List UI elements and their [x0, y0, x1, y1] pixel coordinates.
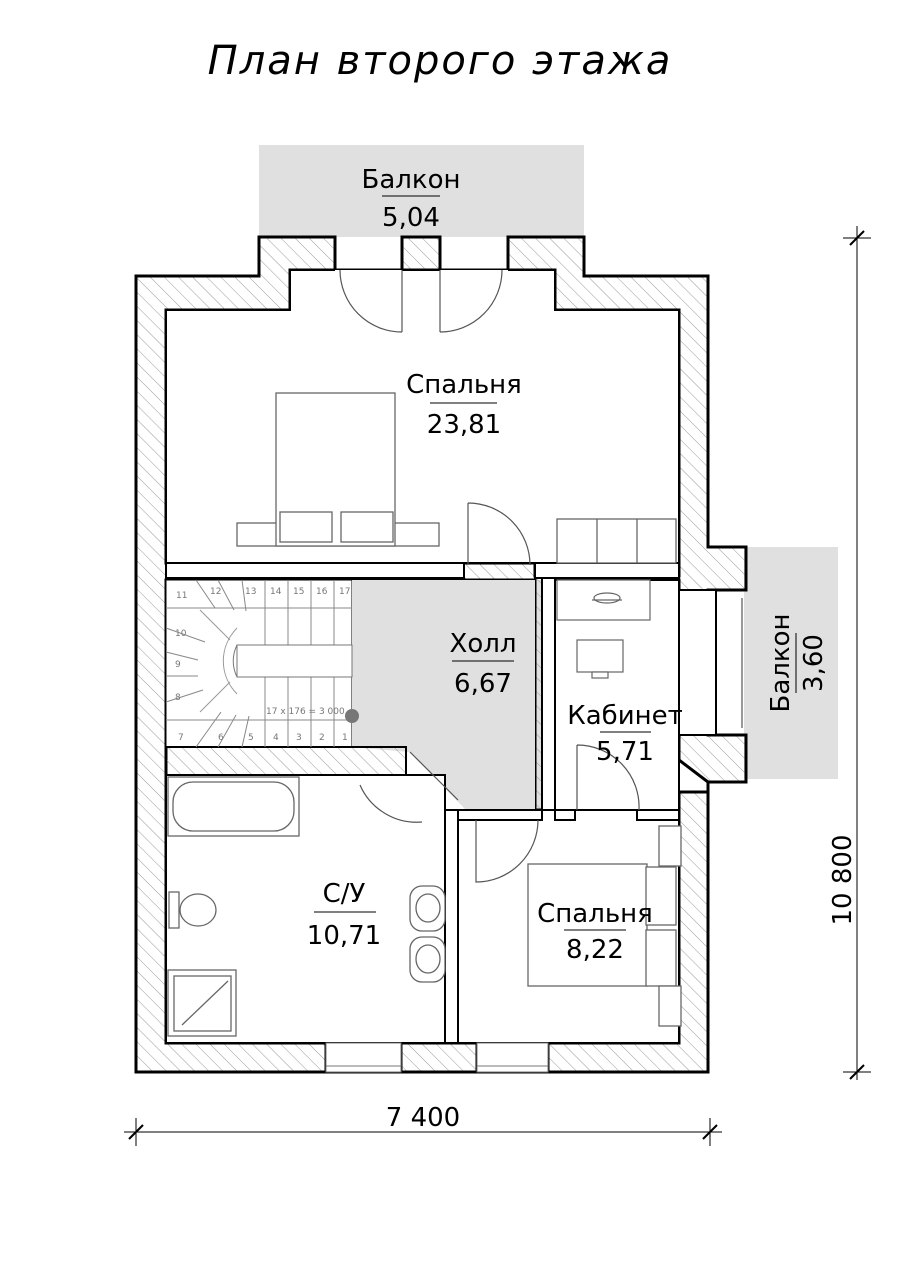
door-balcony-right[interactable] [439, 269, 503, 333]
svg-text:Спальня: Спальня [537, 899, 653, 929]
staircase [165, 579, 353, 748]
svg-text:Балкон: Балкон [362, 165, 461, 195]
svg-text:1: 1 [342, 733, 348, 743]
svg-text:12: 12 [210, 587, 221, 597]
dimension-height-text: 10 800 [828, 835, 858, 926]
svg-text:Холл: Холл [450, 629, 517, 659]
hall-floor [352, 580, 535, 810]
svg-text:6: 6 [218, 733, 224, 743]
door-bathroom[interactable] [359, 751, 459, 823]
label-bedroom-large: Спальня 23,81 [406, 370, 522, 440]
svg-text:14: 14 [270, 587, 282, 597]
partition-study-left [541, 577, 556, 811]
study-window-wall [678, 589, 717, 736]
svg-text:Балкон: Балкон [766, 614, 796, 713]
stair-start-marker [345, 709, 359, 723]
partition-bath-top [165, 746, 407, 776]
label-bedroom-small: Спальня 8,22 [537, 899, 653, 965]
partition-bath-right [444, 809, 459, 1044]
label-balcony-top: Балкон 5,04 [362, 165, 461, 233]
svg-text:23,81: 23,81 [427, 410, 501, 440]
svg-text:4: 4 [273, 733, 279, 743]
label-bathroom: С/У 10,71 [307, 879, 381, 951]
sinks [409, 885, 446, 983]
stair-numbers-left: 10 9 8 [175, 629, 187, 703]
partition-study-bottom [554, 809, 576, 821]
bed-small [527, 825, 682, 1027]
partition-bedroom-top [457, 809, 543, 821]
svg-text:2: 2 [319, 733, 325, 743]
svg-text:5,04: 5,04 [382, 203, 440, 233]
balcony-top-fill [259, 145, 584, 237]
svg-text:13: 13 [245, 587, 256, 597]
partition-bedroom-right-top [636, 809, 680, 821]
door-balcony-left[interactable] [339, 269, 403, 333]
label-balcony-right: Балкон 3,60 [766, 614, 829, 713]
svg-text:7: 7 [178, 733, 184, 743]
partition-hall-top-right [534, 562, 680, 579]
svg-text:Кабинет: Кабинет [567, 701, 682, 731]
svg-text:Спальня: Спальня [406, 370, 522, 400]
dimension-width [124, 1118, 722, 1146]
dimension-height [843, 226, 871, 1080]
svg-text:16: 16 [316, 587, 328, 597]
balcony-right-fill [744, 547, 838, 779]
svg-text:8,22: 8,22 [566, 935, 624, 965]
window-bathroom [325, 1042, 402, 1073]
svg-text:3,60: 3,60 [799, 634, 829, 692]
bathtub [167, 776, 300, 837]
label-hall: Холл 6,67 [450, 629, 517, 699]
top-wall-inner [166, 269, 679, 311]
plan-title: План второго этажа [207, 38, 673, 84]
label-study: Кабинет 5,71 [567, 701, 682, 767]
stair-area [165, 579, 353, 748]
partition-hall-top-left [165, 562, 465, 579]
svg-text:15: 15 [293, 587, 304, 597]
svg-text:9: 9 [175, 660, 181, 670]
svg-text:6,67: 6,67 [454, 669, 512, 699]
svg-text:3: 3 [296, 733, 302, 743]
bed-large [236, 392, 440, 547]
dimension-width-text: 7 400 [386, 1103, 460, 1133]
svg-text:8: 8 [175, 693, 181, 703]
svg-text:10: 10 [175, 629, 187, 639]
svg-text:11: 11 [176, 591, 187, 601]
toilet [168, 891, 217, 929]
svg-text:С/У: С/У [323, 879, 366, 909]
top-wall-notch [290, 270, 555, 312]
door-study[interactable] [576, 744, 640, 811]
wardrobe [556, 518, 677, 564]
window-bedroom-small [476, 1042, 549, 1073]
study-desk [556, 579, 651, 679]
door-bedroom-small[interactable] [475, 819, 539, 883]
stair-numbers-bottom: 7 6 5 4 3 2 1 [178, 733, 348, 743]
svg-text:5: 5 [248, 733, 254, 743]
door-bedroom-large[interactable] [467, 502, 531, 566]
svg-text:5,71: 5,71 [596, 737, 654, 767]
svg-text:10,71: 10,71 [307, 921, 381, 951]
stair-note: 17 x 176 = 3 000 [266, 707, 345, 717]
shower-tray [167, 969, 237, 1037]
stair-numbers-top: 11 12 13 14 15 16 17 [176, 587, 350, 601]
svg-text:17: 17 [339, 587, 350, 597]
